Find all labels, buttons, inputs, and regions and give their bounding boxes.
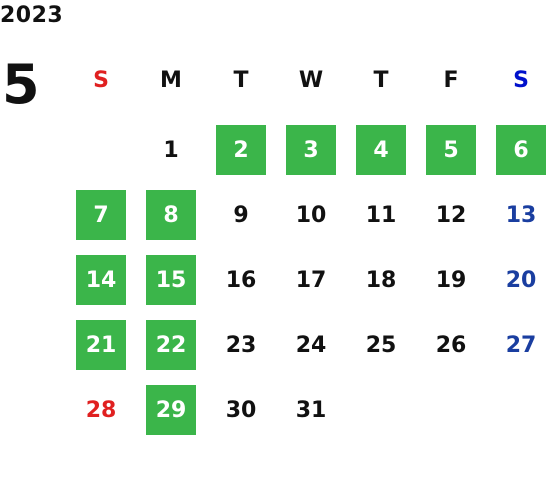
day-cell-18[interactable]: 18 xyxy=(365,267,397,293)
day-cell-27[interactable]: 27 xyxy=(505,332,537,358)
day-cell-26[interactable]: 26 xyxy=(435,332,467,358)
day-cell-19[interactable]: 19 xyxy=(435,267,467,293)
year-label: 2023 xyxy=(0,3,64,28)
day-cell-30[interactable]: 30 xyxy=(225,397,257,423)
day-cell-12[interactable]: 12 xyxy=(435,202,467,228)
day-cell-15[interactable]: 15 xyxy=(146,255,196,305)
day-cell-28[interactable]: 28 xyxy=(85,397,117,423)
day-cell-3[interactable]: 3 xyxy=(286,125,336,175)
weekday-header-sun: S xyxy=(93,67,109,93)
weekday-header-tue: T xyxy=(233,67,249,93)
day-cell-8[interactable]: 8 xyxy=(146,190,196,240)
day-cell-24[interactable]: 24 xyxy=(295,332,327,358)
weekday-header-mon: M xyxy=(160,67,182,93)
weekday-header-fri: F xyxy=(443,67,459,93)
month-number: 5 xyxy=(2,53,40,116)
day-cell-5[interactable]: 5 xyxy=(426,125,476,175)
day-cell-6[interactable]: 6 xyxy=(496,125,546,175)
day-cell-4[interactable]: 4 xyxy=(356,125,406,175)
day-cell-10[interactable]: 10 xyxy=(295,202,327,228)
day-cell-11[interactable]: 11 xyxy=(365,202,397,228)
weekday-header-thu: T xyxy=(373,67,389,93)
day-cell-23[interactable]: 23 xyxy=(225,332,257,358)
day-cell-25[interactable]: 25 xyxy=(365,332,397,358)
day-cell-2[interactable]: 2 xyxy=(216,125,266,175)
day-cell-14[interactable]: 14 xyxy=(76,255,126,305)
day-cell-20[interactable]: 20 xyxy=(505,267,537,293)
day-cell-22[interactable]: 22 xyxy=(146,320,196,370)
day-cell-29[interactable]: 29 xyxy=(146,385,196,435)
day-cell-7[interactable]: 7 xyxy=(76,190,126,240)
day-cell-16[interactable]: 16 xyxy=(225,267,257,293)
weekday-header-wed: W xyxy=(298,67,324,93)
day-cell-9[interactable]: 9 xyxy=(233,202,249,228)
day-cell-13[interactable]: 13 xyxy=(505,202,537,228)
day-cell-17[interactable]: 17 xyxy=(295,267,327,293)
day-cell-31[interactable]: 31 xyxy=(295,397,327,423)
day-cell-21[interactable]: 21 xyxy=(76,320,126,370)
day-cell-1[interactable]: 1 xyxy=(163,137,179,163)
weekday-header-sat: S xyxy=(513,67,529,93)
